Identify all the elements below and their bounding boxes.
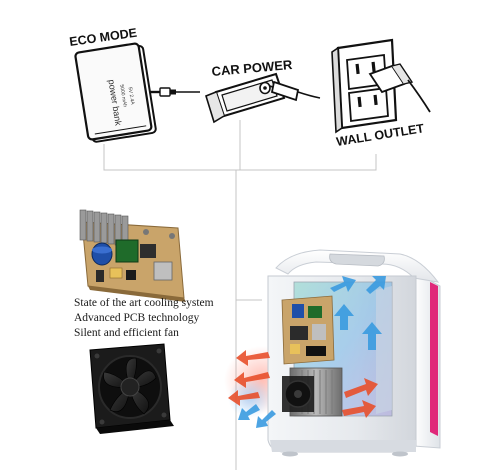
wall-outlet-icon (331, 38, 431, 134)
feature-silent-fan: Silent and efficient fan (74, 327, 179, 339)
usb-cable-icon (150, 87, 200, 97)
airflow-cold-arrows (238, 276, 386, 428)
connector-lines (103, 120, 377, 470)
power-bank-icon (74, 42, 157, 143)
wall-outlet-section: WALL OUTLET (331, 38, 431, 149)
mini-fridge-image (224, 249, 441, 457)
feature-list: State of the art cooling system Advanced… (74, 296, 244, 341)
feature-cooling-system: State of the art cooling system (74, 297, 214, 309)
feature-pcb-technology: Advanced PCB technology (74, 312, 200, 324)
pcb-board-image (79, 209, 186, 302)
car-socket-icon (205, 72, 321, 124)
car-power-label: CAR POWER (211, 57, 293, 79)
cooling-fan-image (89, 343, 174, 434)
power-bank-capacity: 5000 mAh (118, 84, 128, 108)
airflow-hot-arrows (228, 350, 378, 418)
eco-mode-section: ECO MODE power bank 5000 mAh 5V 2.4A (68, 26, 200, 143)
car-power-section: CAR POWER (205, 57, 321, 124)
power-bank-output: 5V 2.4A (127, 87, 136, 106)
